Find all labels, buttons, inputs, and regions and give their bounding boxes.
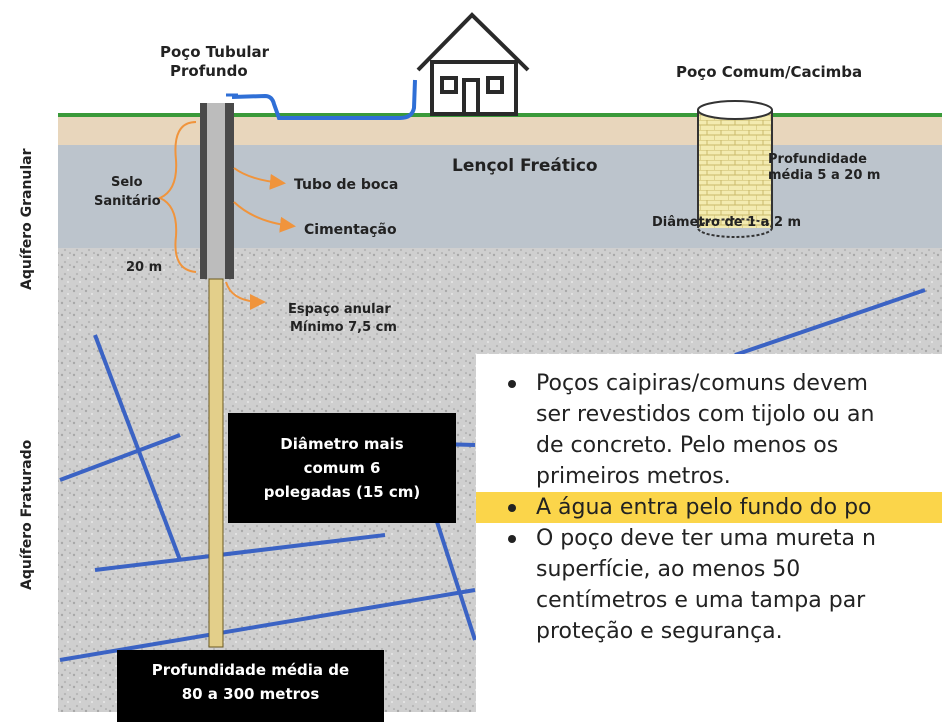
profundidade-box: Profundidade média de 80 a 300 metros [117, 650, 384, 722]
water-pipe [231, 79, 417, 120]
espaco-anular-label: Espaço anular [288, 302, 391, 317]
diametro-box-line-2: comum 6 [303, 459, 381, 477]
diametro-box-line-3: polegadas (15 cm) [263, 483, 421, 501]
profundidade-label: Profundidade [768, 152, 867, 167]
well-inner-tube [207, 103, 225, 279]
note-item-highlighted: A água entra pelo fundo do po [476, 492, 942, 523]
profundidade-box-line-1: Profundidade média de [151, 661, 350, 679]
notes-panel: Poços caipiras/comuns devem ser revestid… [476, 354, 942, 712]
diametro-box: Diâmetro mais comum 6 polegadas (15 cm) [228, 413, 456, 523]
note-item-cont: primeiros metros. [536, 464, 731, 489]
note-item: Poços caipiras/comuns devem [476, 368, 942, 399]
aquifer-fraturado-label: Aquífero Fraturado [19, 439, 35, 590]
lencol-label: Lençol Freático [452, 156, 598, 176]
note-item-cont: superfície, ao menos 50 [536, 557, 801, 582]
note-item-cont: proteção e segurança. [536, 619, 783, 644]
profundo-label: Profundo [170, 62, 248, 80]
sand-layer [58, 115, 942, 145]
poco-tubular-label: Poço Tubular [160, 43, 270, 61]
well-screen [208, 278, 224, 648]
minimo-label: Mínimo 7,5 cm [290, 320, 397, 335]
note-item: O poço deve ter uma mureta n [476, 523, 942, 554]
tubo-boca-label: Tubo de boca [294, 177, 399, 193]
note-item-cont: ser revestidos com tijolo ou an [536, 402, 875, 427]
house-icon [416, 12, 530, 116]
profundidade-box-line-2: 80 a 300 metros [181, 685, 320, 703]
diametro-box-line-1: Diâmetro mais [280, 435, 404, 453]
rock-fractures [59, 288, 926, 662]
vinte-m-label: 20 m [126, 260, 163, 275]
cimentacao-label: Cimentação [304, 222, 397, 238]
cacimba-well [697, 100, 773, 238]
diametro-cacimba-label: Diâmetro de 1 a 2 m [652, 215, 802, 230]
profundidade-media-label: média 5 a 20 m [768, 168, 881, 183]
annotation-arrows [157, 121, 296, 310]
note-item-cont: centímetros e uma tampa par [536, 588, 866, 613]
aquifer-granular-label: Aquífero Granular [19, 148, 35, 290]
sanitario-label: Sanitário [94, 194, 161, 209]
selo-label: Selo [111, 175, 143, 190]
note-item-cont: de concreto. Pelo menos os [536, 433, 839, 458]
poco-comum-label: Poço Comum/Cacimba [676, 63, 863, 81]
